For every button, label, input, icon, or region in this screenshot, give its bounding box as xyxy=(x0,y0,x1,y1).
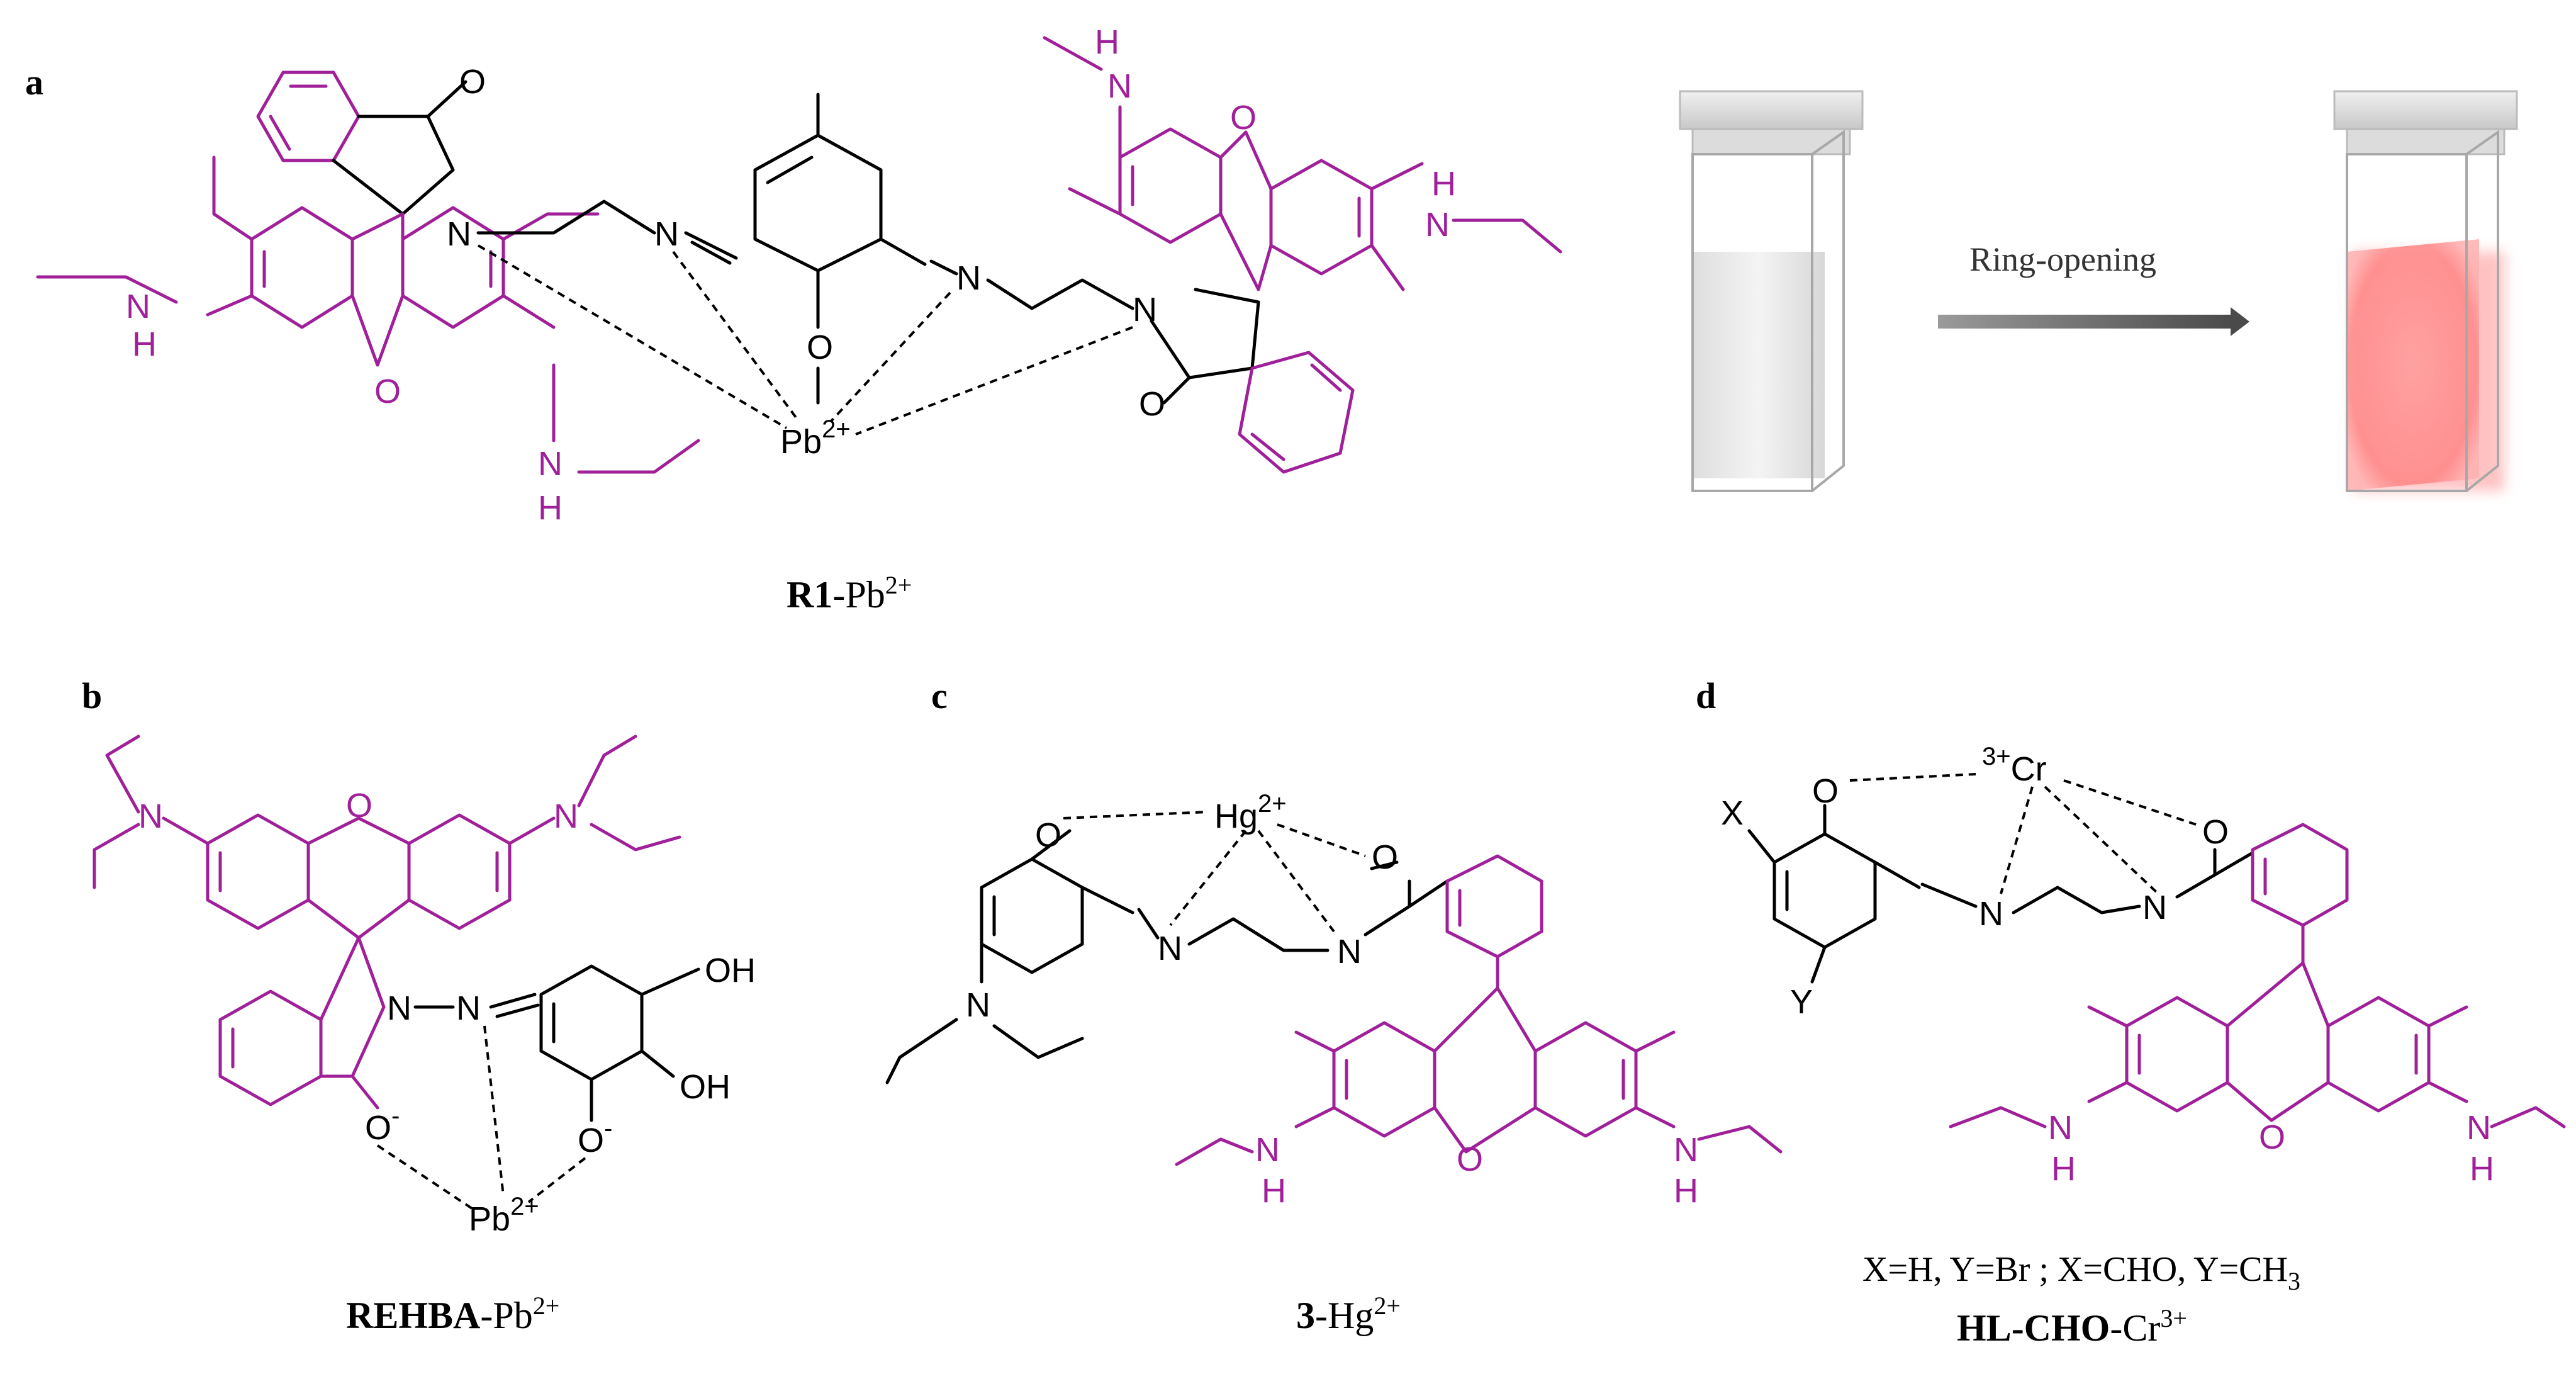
panel-a-letter: a xyxy=(25,62,43,103)
panel-b-molecule: N N O N N OH OH O- O- Pb2+ xyxy=(92,735,756,1238)
panel-a-left-rhodamine: O N O N H N H xyxy=(36,63,700,527)
svg-text:H: H xyxy=(538,489,563,527)
svg-text:OH: OH xyxy=(680,1068,731,1106)
svg-text:OH: OH xyxy=(705,952,756,989)
svg-text:3+Cr: 3+Cr xyxy=(1982,743,2047,788)
svg-text:O: O xyxy=(374,373,401,410)
panel-c-letter: c xyxy=(931,675,948,716)
svg-text:N: N xyxy=(1133,291,1157,329)
svg-text:N: N xyxy=(1255,1131,1280,1169)
panel-b-letter: b xyxy=(82,675,102,716)
svg-text:N: N xyxy=(538,445,563,483)
panel-a-caption: R1-Pb2+ xyxy=(787,571,912,616)
svg-text:H: H xyxy=(2051,1150,2076,1188)
svg-text:X: X xyxy=(1721,794,1744,832)
svg-text:N: N xyxy=(1425,206,1450,244)
svg-text:N: N xyxy=(654,215,679,253)
ring-opening-arrow: Ring-opening xyxy=(1938,240,2249,336)
panel-d-molecule: O X Y N N O O N H N H 3+Cr xyxy=(1721,743,2566,1188)
panel-a-right-rhodamine: N H O N H N O xyxy=(1043,23,1562,474)
svg-text:Y: Y xyxy=(1790,983,1813,1021)
panel-d: d O xyxy=(1696,675,2566,1349)
cuvette-after xyxy=(2333,90,2518,492)
svg-text:N: N xyxy=(2048,1109,2073,1147)
svg-text:O: O xyxy=(1372,838,1398,876)
svg-text:O: O xyxy=(1812,772,1839,810)
panel-b-metal-ion: Pb2+ xyxy=(469,1193,539,1238)
panel-a: a xyxy=(25,23,2518,616)
svg-text:Pb2+: Pb2+ xyxy=(469,1193,539,1238)
svg-text:Pb2+: Pb2+ xyxy=(780,415,851,461)
svg-text:N: N xyxy=(447,215,471,253)
panel-d-letter: d xyxy=(1696,675,1716,716)
svg-text:O: O xyxy=(2259,1118,2285,1156)
panel-c-metal-ion: Hg2+ xyxy=(1214,790,1287,835)
svg-text:O-: O- xyxy=(365,1102,400,1147)
svg-text:H: H xyxy=(2470,1150,2494,1188)
panel-d-substituents: X=H, Y=Br ; X=CHO, Y=CH3 xyxy=(1862,1250,2300,1295)
svg-text:N: N xyxy=(138,797,163,835)
panel-a-linker: N N O Pb2+ xyxy=(476,93,1134,461)
svg-text:O-: O- xyxy=(578,1115,612,1159)
svg-text:N: N xyxy=(1674,1131,1698,1169)
svg-text:N: N xyxy=(1337,933,1362,971)
svg-text:N: N xyxy=(2467,1109,2491,1147)
svg-text:O: O xyxy=(346,787,372,825)
svg-text:O: O xyxy=(1139,385,1165,423)
panel-b-caption: REHBA-Pb2+ xyxy=(346,1292,559,1336)
panel-a-metal-ion: Pb2+ xyxy=(780,415,851,461)
svg-text:O: O xyxy=(2202,813,2229,851)
panel-c-caption: 3-Hg2+ xyxy=(1296,1292,1401,1336)
svg-text:N: N xyxy=(956,259,981,297)
svg-text:H: H xyxy=(1095,23,1119,61)
svg-text:Hg2+: Hg2+ xyxy=(1214,790,1287,835)
svg-text:N: N xyxy=(1979,895,2003,933)
panel-c-molecule: O N N N O O N H N H Hg2+ xyxy=(885,790,1783,1210)
svg-text:N: N xyxy=(966,986,990,1024)
svg-text:N: N xyxy=(1158,930,1182,967)
svg-text:N: N xyxy=(456,989,481,1027)
svg-text:N: N xyxy=(2142,889,2167,926)
svg-text:H: H xyxy=(1262,1172,1286,1210)
panel-d-metal-ion: 3+Cr xyxy=(1982,743,2047,788)
svg-text:O: O xyxy=(1230,99,1257,137)
svg-text:O: O xyxy=(807,329,833,366)
svg-text:H: H xyxy=(1431,165,1456,203)
svg-text:H: H xyxy=(1674,1172,1698,1210)
cuvette-before xyxy=(1679,90,1864,492)
svg-text:N: N xyxy=(126,288,150,325)
arrow-label: Ring-opening xyxy=(1969,240,2156,278)
panel-c: c xyxy=(885,675,1783,1336)
svg-text:O: O xyxy=(459,63,486,101)
svg-text:O: O xyxy=(1457,1140,1483,1178)
svg-text:N: N xyxy=(387,989,412,1027)
svg-text:N: N xyxy=(1107,67,1132,105)
svg-text:H: H xyxy=(132,325,157,363)
panel-d-caption: HL-CHO-Cr3+ xyxy=(1957,1304,2187,1349)
svg-text:N: N xyxy=(554,797,578,835)
svg-text:O: O xyxy=(1035,816,1061,854)
panel-b: b N N O xyxy=(82,675,756,1336)
